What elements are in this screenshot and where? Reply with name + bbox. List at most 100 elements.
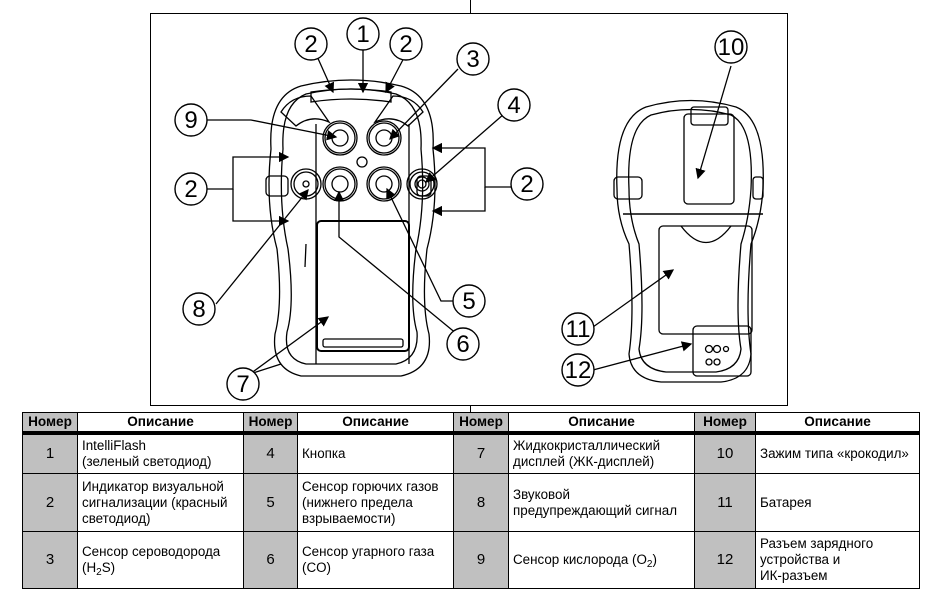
lel-sensor xyxy=(366,166,402,202)
description-line: светодиод) xyxy=(82,510,151,526)
back-inner-outline xyxy=(628,108,752,373)
description-line: (H xyxy=(82,560,97,575)
callout-number: 4 xyxy=(507,92,520,119)
description-line: взрываемости) xyxy=(302,510,396,526)
item-description: IntelliFlash(зеленый светодиод) xyxy=(77,432,244,474)
belt-clip xyxy=(683,113,735,205)
logo-mark xyxy=(356,156,368,168)
callout-circle xyxy=(510,167,544,201)
callout-circle xyxy=(452,284,486,318)
callout-circle xyxy=(456,42,490,76)
callout-number: 9 xyxy=(184,107,197,134)
callout-number: 2 xyxy=(304,31,317,58)
description-line: Зажим типа «крокодил» xyxy=(760,446,909,461)
parts-legend-table: Номер Описание Номер Описание Номер Опис… xyxy=(22,412,920,589)
description-line: Сенсор угарного газа xyxy=(302,544,435,559)
callout-circle xyxy=(446,327,480,361)
back-left-clip xyxy=(613,176,643,200)
subscript: 2 xyxy=(96,567,102,578)
description-line: Жидкокристаллический xyxy=(513,438,661,453)
callout-circle xyxy=(182,292,216,326)
description-line: Батарея xyxy=(760,494,812,510)
item-number: 9 xyxy=(453,531,509,589)
callout-circle xyxy=(389,27,423,61)
callout-circle xyxy=(346,17,380,51)
callout-circle xyxy=(226,367,260,401)
column-header-number: Номер xyxy=(243,412,298,435)
item-number: 11 xyxy=(694,473,756,532)
callout-number: 2 xyxy=(184,176,197,203)
item-number: 10 xyxy=(694,432,756,474)
front-left-clip xyxy=(265,175,289,197)
column-header-description: Описание xyxy=(755,412,920,435)
item-description: Сенсор угарного газа(CO) xyxy=(297,531,454,589)
power-button xyxy=(406,168,438,200)
description-line: сигнализации (красный xyxy=(82,494,228,510)
page-divider-line xyxy=(470,406,471,412)
front-top-band xyxy=(310,88,392,103)
item-number: 12 xyxy=(694,531,756,589)
callout-number: 2 xyxy=(399,31,412,58)
front-leader-lines xyxy=(206,44,517,375)
description-line: (CO) xyxy=(302,560,332,575)
description-line: Сенсор горючих газов xyxy=(302,478,439,494)
callout-circle xyxy=(174,103,208,137)
charger-port xyxy=(692,325,752,377)
item-description: Батарея xyxy=(755,473,920,532)
callout-number: 10 xyxy=(718,34,745,61)
item-number: 4 xyxy=(243,432,298,474)
callout-number: 2 xyxy=(520,171,533,198)
description-line: Индикатор визуальной xyxy=(82,478,224,494)
front-device xyxy=(265,79,438,377)
oxygen-sensor xyxy=(322,120,358,156)
item-number: 2 xyxy=(22,473,78,532)
description-line: Сенсор кислорода (O xyxy=(513,552,647,567)
item-number: 7 xyxy=(453,432,509,474)
column-header-number: Номер xyxy=(453,412,509,435)
item-description: Зажим типа «крокодил» xyxy=(755,432,920,474)
callout-circle xyxy=(497,88,531,122)
callout-number: 3 xyxy=(466,46,479,73)
column-header-number: Номер xyxy=(22,412,78,435)
item-number: 6 xyxy=(243,531,298,589)
item-number: 1 xyxy=(22,432,78,474)
description-line: IntelliFlash xyxy=(82,438,147,453)
description-line: (зеленый светодиод) xyxy=(82,454,212,469)
description-line: (нижнего предела xyxy=(302,494,413,510)
back-device xyxy=(613,99,764,383)
h2s-sensor xyxy=(366,120,402,156)
lcd-bottom-bar xyxy=(322,338,404,348)
callout-circle xyxy=(714,30,748,64)
description-line: ) xyxy=(652,552,657,567)
description-line: дисплей (ЖК-дисплей) xyxy=(513,454,655,469)
callout-number: 1 xyxy=(356,21,369,48)
callout-number: 11 xyxy=(566,316,591,343)
description-line: Сенсор сероводорода xyxy=(82,544,221,559)
description-line: Звуковой xyxy=(513,486,570,502)
column-header-number: Номер xyxy=(694,412,756,435)
item-description: Сенсор сероводорода(H2S) xyxy=(77,531,244,589)
column-header-description: Описание xyxy=(508,412,695,435)
callout-number: 7 xyxy=(236,371,249,398)
callout-number: 5 xyxy=(462,288,475,315)
callout-circle xyxy=(561,312,595,346)
callout-circle xyxy=(174,172,208,206)
description-line: предупреждающий сигнал xyxy=(513,502,678,518)
callout-number: 6 xyxy=(456,331,469,358)
page-divider-line xyxy=(470,0,471,13)
co-sensor xyxy=(322,166,358,202)
subscript: 2 xyxy=(646,559,653,570)
item-number: 8 xyxy=(453,473,509,532)
front-left-strap xyxy=(280,95,331,127)
back-leader-lines xyxy=(592,65,732,371)
